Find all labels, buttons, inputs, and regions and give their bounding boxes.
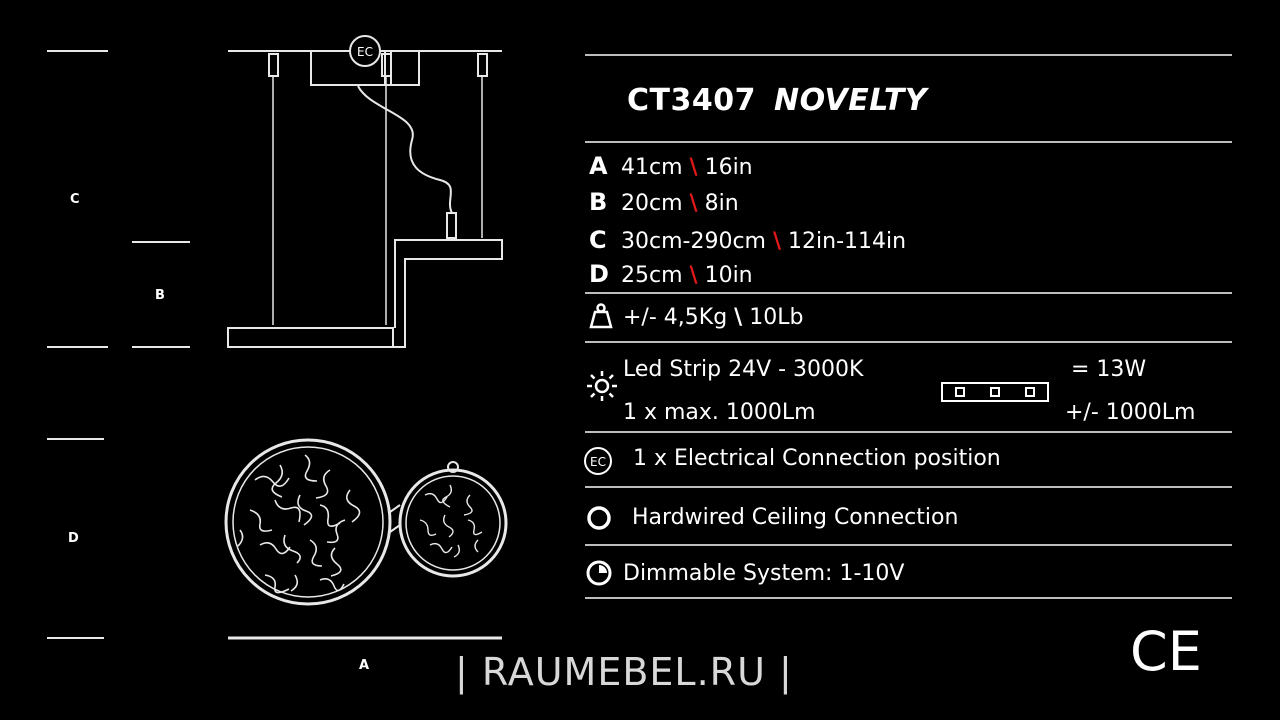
lamp-disc-large-top bbox=[224, 438, 392, 606]
svg-text:EC: EC bbox=[357, 45, 373, 59]
led-power: = 13W bbox=[1071, 357, 1147, 382]
product-name: NOVELTY bbox=[773, 83, 928, 118]
divider bbox=[585, 54, 1232, 56]
ec-icon: EC bbox=[584, 447, 612, 475]
dimension-label-c: C bbox=[70, 192, 80, 207]
divider bbox=[585, 141, 1232, 143]
ce-mark: CE bbox=[1130, 622, 1202, 678]
watermark: | RAUMEBEL.RU | bbox=[455, 650, 793, 694]
led-line-2: 1 x max. 1000Lm bbox=[623, 400, 816, 425]
sun-icon bbox=[587, 371, 617, 401]
dimmable-text: Dimmable System: 1-10V bbox=[623, 561, 905, 586]
model-number: CT3407 bbox=[627, 83, 756, 118]
svg-text:EC: EC bbox=[590, 455, 606, 469]
lamp-disc-small-top bbox=[398, 468, 508, 578]
cable-grip-right bbox=[477, 53, 488, 77]
technical-drawing: EC bbox=[47, 35, 508, 640]
dimension-label-b: B bbox=[155, 288, 165, 303]
dimension-label-a: A bbox=[359, 658, 370, 673]
dimension-label-d: D bbox=[68, 531, 79, 546]
divider bbox=[585, 292, 1232, 294]
dimmer-icon bbox=[586, 560, 612, 586]
divider bbox=[585, 341, 1232, 343]
led-lumen: +/- 1000Lm bbox=[1065, 400, 1196, 425]
svg-text:CE: CE bbox=[1130, 622, 1202, 678]
divider bbox=[585, 597, 1232, 599]
divider bbox=[585, 486, 1232, 488]
power-cord bbox=[357, 85, 453, 214]
cable-grip-left bbox=[268, 53, 279, 77]
ec-badge: EC bbox=[349, 35, 381, 67]
product-title: CT3407 NOVELTY bbox=[627, 83, 927, 118]
cord-connector bbox=[446, 212, 457, 239]
weight-row: +/- 4,5Kg \ 10Lb bbox=[623, 305, 804, 330]
disc-hanger-ring bbox=[447, 461, 459, 473]
electrical-connection-text: 1 x Electrical Connection position bbox=[633, 446, 1001, 471]
weight-icon bbox=[589, 303, 613, 329]
hardwired-connection-text: Hardwired Ceiling Connection bbox=[632, 505, 959, 530]
cable-grip-middle bbox=[381, 53, 392, 77]
squiggle-pattern-small bbox=[419, 484, 483, 558]
divider bbox=[585, 431, 1232, 433]
led-line-1: Led Strip 24V - 3000K bbox=[623, 357, 864, 382]
squiggle-pattern-large bbox=[237, 454, 361, 594]
lamp-disc-small-side bbox=[393, 239, 503, 348]
divider bbox=[585, 544, 1232, 546]
lamp-disc-large-side bbox=[227, 327, 394, 348]
circle-icon bbox=[587, 506, 611, 530]
led-strip-icon bbox=[941, 382, 1049, 402]
